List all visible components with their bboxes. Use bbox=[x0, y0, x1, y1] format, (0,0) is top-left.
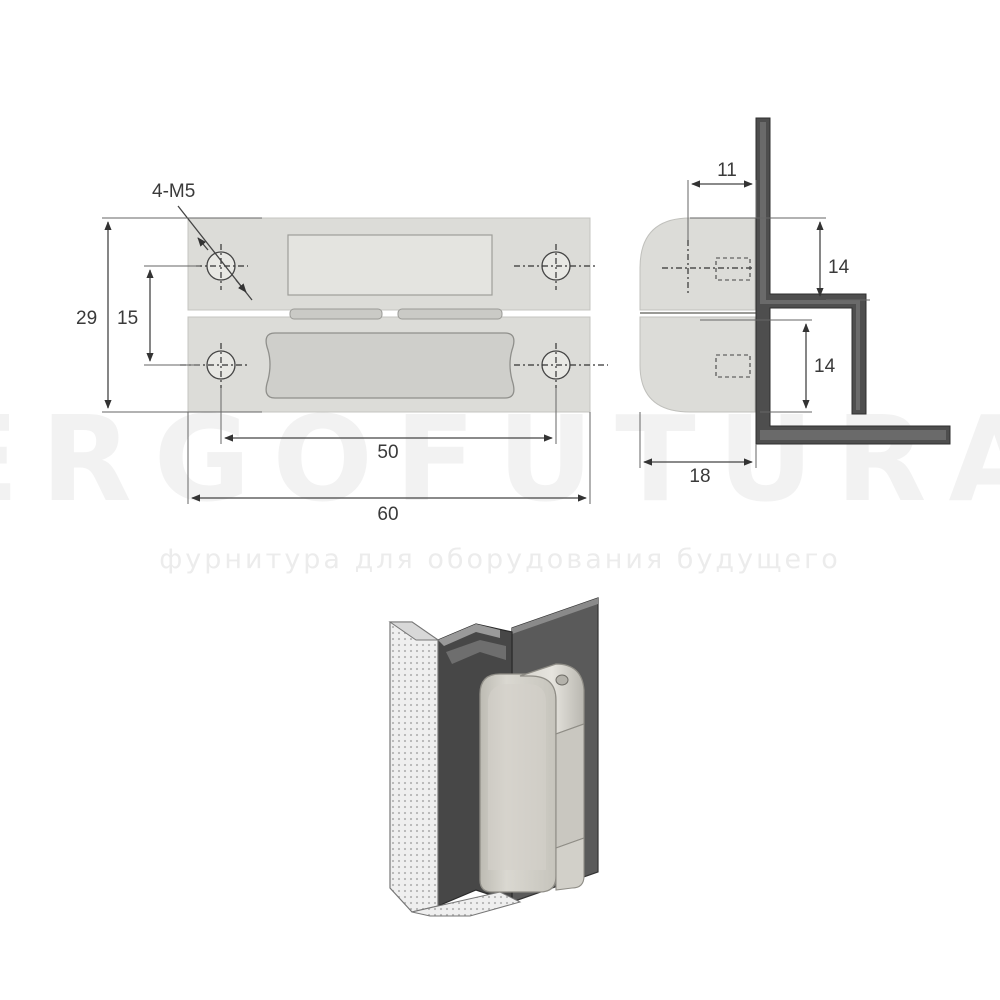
front-view: 4-M5 29 15 50 60 bbox=[76, 181, 608, 525]
dim-height-label: 29 bbox=[76, 308, 97, 329]
dim-width-label: 60 bbox=[377, 504, 398, 525]
hole-bottom-right bbox=[514, 343, 608, 388]
upper-leaf-recess bbox=[287, 234, 493, 296]
hole-top-left bbox=[196, 244, 248, 290]
hinge-barrel-bottom bbox=[555, 837, 585, 891]
hinge-barrel-middle bbox=[555, 723, 585, 849]
thread-label: 4-M5 bbox=[152, 181, 195, 202]
side-view: 11 14 14 18 bbox=[639, 117, 951, 487]
frame-profile bbox=[755, 117, 951, 445]
watermark-tagline: фурнитура для оборудования будущего bbox=[159, 544, 841, 575]
knuckle-right bbox=[397, 308, 503, 320]
dim-lower-leaf-label: 14 bbox=[814, 356, 836, 377]
pin-hole bbox=[555, 674, 569, 686]
dim-pitch-horizontal-label: 50 bbox=[377, 442, 398, 463]
dim-depth-label: 18 bbox=[689, 466, 710, 487]
side-upper-leaf bbox=[639, 217, 756, 311]
side-lower-leaf bbox=[639, 316, 756, 413]
hole-bottom-left bbox=[180, 343, 248, 388]
dim-upper-leaf-label: 14 bbox=[828, 257, 850, 278]
watermark-brand: ERGOFUTURA bbox=[0, 390, 1000, 528]
dim-offset-label: 11 bbox=[717, 160, 737, 181]
dim-pitch-vertical-label: 15 bbox=[117, 308, 138, 329]
knuckle-left bbox=[289, 308, 383, 320]
lower-leaf-grip bbox=[265, 332, 515, 399]
isometric-view bbox=[388, 597, 599, 917]
perforated-panel bbox=[389, 621, 439, 913]
hole-top-right bbox=[514, 244, 598, 290]
